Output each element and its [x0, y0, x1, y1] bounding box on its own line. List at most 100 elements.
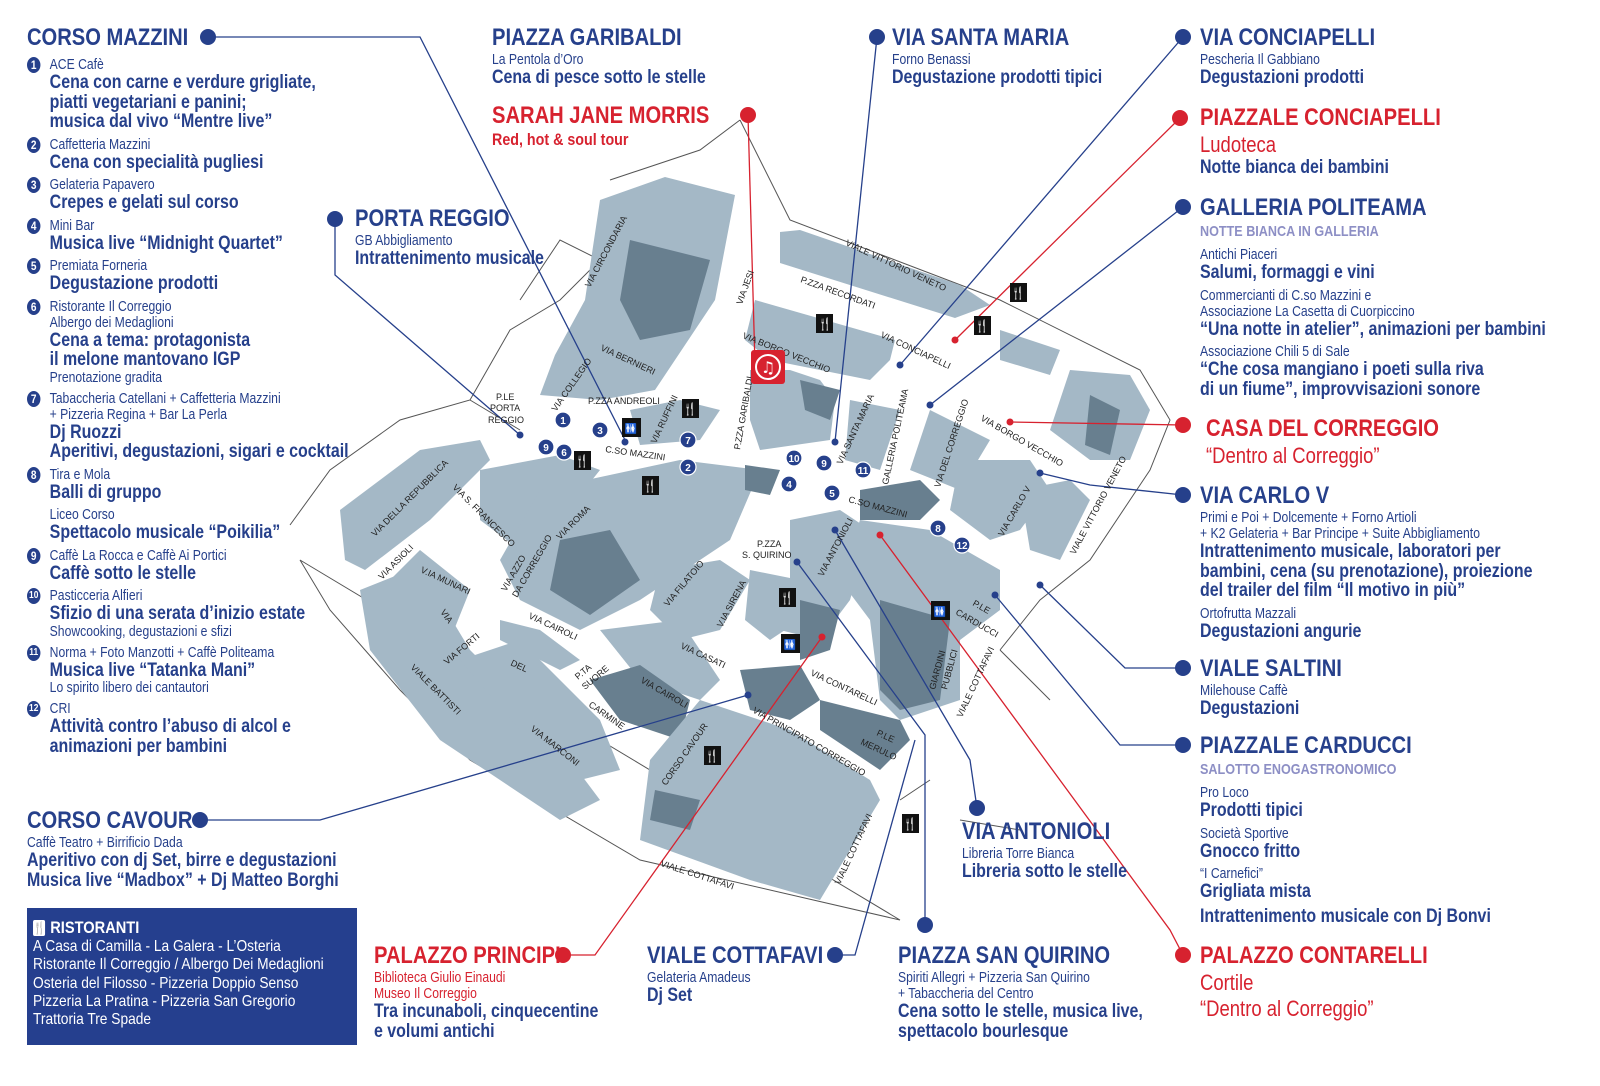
section-casa-del-correggio: CASA DEL CORREGGIO“Dentro al Correggio”: [1206, 415, 1439, 469]
marker-6[interactable]: 6: [555, 443, 573, 461]
activity-text: Dj Set: [647, 985, 693, 1006]
section-title: VIA CONCIAPELLI: [1200, 24, 1376, 51]
venue-text: Ristorante Il Correggio: [49, 298, 172, 315]
section-title: SARAH JANE MORRIS: [492, 102, 710, 129]
leader-lines: [200, 36, 1184, 956]
activity-text: del trailer del film “Il motivo in più”: [1200, 580, 1466, 601]
venue-text: + Tabaccheria del Centro: [898, 986, 1034, 1002]
ristoranti-line: Pizzeria La Pratina - Pizzeria San Grego…: [33, 992, 296, 1010]
marker-8[interactable]: 8: [929, 519, 947, 537]
svg-text:2: 2: [685, 463, 691, 474]
svg-text:🍴: 🍴: [780, 591, 795, 605]
svg-text:1: 1: [560, 416, 566, 427]
rednote-text: “Dentro al Correggio”: [1200, 996, 1374, 1021]
svg-text:🍴: 🍴: [1011, 286, 1026, 300]
venue-text: Spiriti Allegri + Pizzeria San Quirino: [898, 970, 1090, 986]
tagline-text: Red, hot & soul tour: [492, 130, 629, 149]
activity-text: animazioni per bambini: [49, 735, 228, 757]
venue-text: ACE Cafè: [49, 57, 104, 73]
section-title: PIAZZA GARIBALDI: [492, 24, 682, 51]
activity-text: Gnocco fritto: [1200, 840, 1301, 862]
number-badge: 10: [27, 588, 41, 604]
venue-text: Liceo Corso: [49, 507, 115, 523]
venue-text: Gelateria Papavero: [49, 177, 155, 193]
section-title: CORSO MAZZINI: [27, 24, 189, 51]
number-badge: 3: [27, 177, 41, 193]
fork-knife-icon: 🍴: [33, 920, 46, 936]
svg-text:7: 7: [685, 436, 691, 447]
venue-text: GB Abbigliamento: [355, 233, 453, 249]
marker-4[interactable]: 4: [780, 475, 798, 493]
activity-text: Degustazione prodotti tipici: [892, 67, 1103, 88]
activity-text: Intrattenimento musicale con Dj Bonvi: [1200, 905, 1491, 927]
activity-text: Dj Ruozzi: [49, 421, 122, 443]
activity-text: spettacolo bourlesque: [898, 1020, 1069, 1042]
activity-text: Intrattenimento musicale, laboratori per: [1200, 541, 1501, 562]
rednote-text: Cortile: [1200, 970, 1254, 995]
ristoranti-line: Osteria del Filosso - Pizzeria Doppio Se…: [33, 974, 299, 992]
venue-text: Caffè La Rocca e Caffè Ai Portici: [49, 547, 227, 564]
activity-text: Grigliata mista: [1200, 881, 1311, 902]
marker-1[interactable]: 1: [554, 411, 572, 429]
marker-3[interactable]: 3: [591, 421, 609, 439]
number-badge: 6: [27, 298, 41, 315]
number-badge: 11: [27, 644, 41, 661]
fork-knife-icon: 🍴: [682, 399, 699, 418]
activity-text: Tra incunaboli, cinquecentine: [374, 1001, 599, 1022]
rednote-text: Ludoteca: [1200, 132, 1277, 157]
fork-knife-icon: 🍴: [974, 316, 991, 335]
svg-text:🍴: 🍴: [818, 317, 833, 331]
venue-text: Caffè Teatro + Birrificio Dada: [27, 835, 183, 851]
venue-text: Premiata Forneria: [49, 258, 148, 274]
sub-text: SALOTTO ENOGASTRONOMICO: [1200, 761, 1397, 778]
activity-text: Degustazioni prodotti: [1200, 67, 1365, 88]
activity-text: Cena sotto le stelle, musica live,: [898, 1001, 1143, 1022]
number-badge: 4: [27, 217, 41, 234]
marker-7[interactable]: 7: [679, 431, 697, 449]
marker-2[interactable]: 2: [679, 458, 697, 476]
venue-text: Caffetteria Mazzini: [49, 136, 151, 153]
marker-9b[interactable]: 9: [815, 454, 833, 472]
svg-text:🚻: 🚻: [784, 638, 796, 651]
ristoranti-line: Ristorante Il Correggio / Albergo Dei Me…: [33, 956, 324, 974]
activity-text: musica dal vivo “Mentre live”: [49, 111, 273, 132]
fork-knife-icon: 🍴: [642, 476, 659, 495]
activity-text: Cena con carne e verdure grigliate,: [49, 72, 316, 93]
sub-text: NOTTE BIANCA IN GALLERIA: [1200, 223, 1379, 240]
activity-text: “Che cosa mangiano i poeti sulla riva: [1200, 359, 1484, 380]
activity-text: di un fiume”, improvvisazioni sonore: [1200, 378, 1481, 400]
street-label: VIA CONTARELLI: [809, 668, 879, 708]
marker-12[interactable]: 12: [953, 536, 971, 554]
street-label: PORTA: [490, 403, 520, 413]
section-title: GALLERIA POLITEAMA: [1200, 194, 1427, 221]
svg-text:8: 8: [935, 524, 941, 535]
venue-text: + Pizzeria Regina + Bar La Perla: [49, 406, 228, 423]
activity-text: Aperitivo con dj Set, birre e degustazio…: [27, 850, 337, 871]
fork-knife-icon: 🍴: [704, 746, 721, 765]
marker-10[interactable]: 10: [785, 449, 803, 467]
activity-text: Crepes e gelati sul corso: [49, 192, 239, 213]
marker-11[interactable]: 11: [854, 461, 872, 479]
activity-text: Notte bianca dei bambini: [1200, 157, 1389, 178]
venue-text: Società Sportive: [1200, 825, 1289, 842]
marker-5[interactable]: 5: [823, 484, 841, 502]
venue-text: “I Carnefici”: [1200, 866, 1263, 882]
marker-9[interactable]: 9: [537, 438, 555, 456]
venue-text: Mini Bar: [49, 217, 95, 234]
leader-dots: [192, 29, 1191, 963]
map-icons: 🍴 🍴 🍴 🍴 🍴 🍴 🍴 🍴 🍴 🚻 🚻 🚻 ♫: [574, 283, 1027, 833]
activity-text: Musica live “Midnight Quartet”: [49, 232, 283, 254]
activity-text: il melone mantovano IGP: [49, 349, 241, 370]
venue-text: CRI: [49, 701, 71, 717]
